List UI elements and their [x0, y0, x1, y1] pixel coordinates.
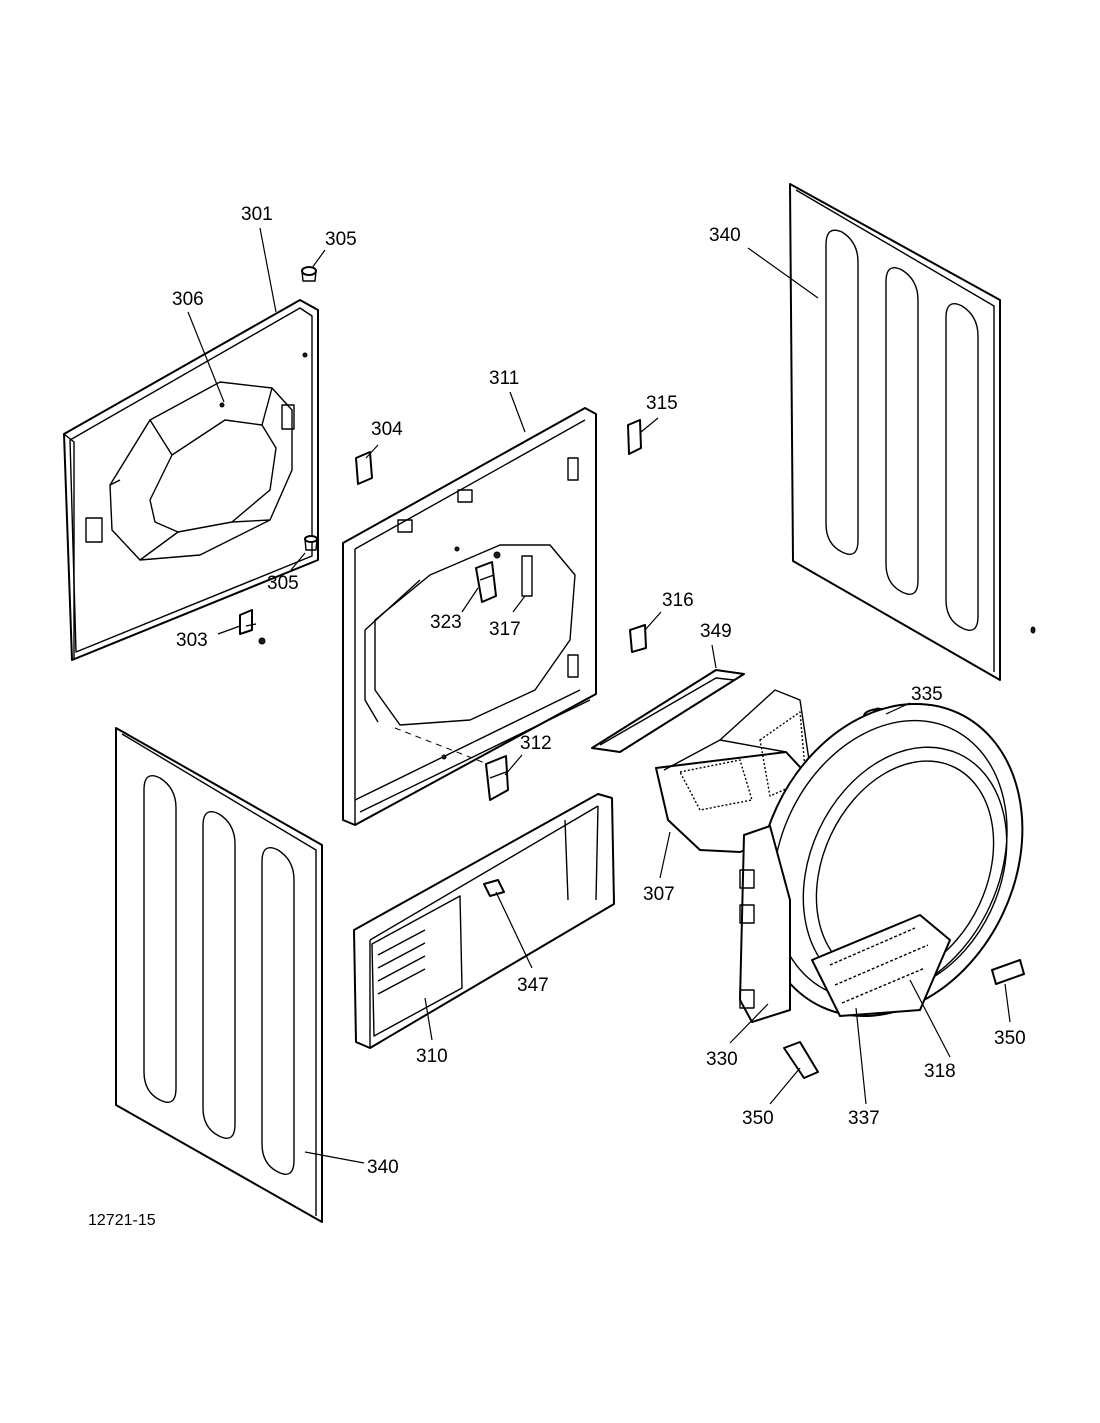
- drawing-number: 12721-15: [88, 1212, 156, 1229]
- callout-304: 304: [371, 419, 403, 440]
- callout-306: 306: [172, 289, 204, 310]
- latch-323-part: [475, 551, 501, 603]
- bracket-315-part: [627, 419, 642, 455]
- bulkhead-frame-part: [342, 407, 597, 826]
- bracket-303-part: [239, 609, 266, 645]
- callout-307: 307: [643, 884, 675, 905]
- callout-349: 349: [700, 621, 732, 642]
- callout-337: 337: [848, 1108, 880, 1129]
- callout-310: 310: [416, 1046, 448, 1067]
- callout-316: 316: [662, 590, 694, 611]
- switch-312-part: [485, 755, 509, 801]
- callout-340-lower: 340: [367, 1157, 399, 1178]
- pad-350-lower-part: [783, 1041, 819, 1079]
- callout-335: 335: [911, 684, 943, 705]
- leader-lines: [187, 227, 1011, 1164]
- pin-347-part: [483, 879, 505, 897]
- callout-350-lower: 350: [742, 1108, 774, 1129]
- front-panel-part: [63, 299, 319, 661]
- callout-317: 317: [489, 619, 521, 640]
- callout-305-upper: 305: [325, 229, 357, 250]
- callout-315: 315: [646, 393, 678, 414]
- bracket-316-part: [629, 624, 647, 653]
- callout-347: 347: [517, 975, 549, 996]
- callout-318: 318: [924, 1061, 956, 1082]
- duct-310-part: [353, 793, 615, 1049]
- callout-301: 301: [241, 204, 273, 225]
- callout-340-upper: 340: [709, 225, 741, 246]
- side-panel-upper-part: [789, 183, 1036, 681]
- cap-305-upper-part: [301, 266, 317, 282]
- callout-323: 323: [430, 612, 462, 633]
- callout-305-lower: 305: [267, 573, 299, 594]
- clip-304-part: [355, 451, 373, 485]
- cap-305-lower-part: [304, 535, 318, 551]
- pad-350-right-part: [991, 959, 1025, 985]
- callout-350-right: 350: [994, 1028, 1026, 1049]
- side-panel-lower-part: [115, 727, 323, 1223]
- callout-labels: 301 305 306 305 303 304 311 315 323 317 …: [172, 204, 1026, 1178]
- callout-311: 311: [489, 368, 519, 389]
- callout-330: 330: [706, 1049, 738, 1070]
- callout-303: 303: [176, 630, 208, 651]
- callout-312: 312: [520, 733, 552, 754]
- strip-349-part: [591, 669, 745, 753]
